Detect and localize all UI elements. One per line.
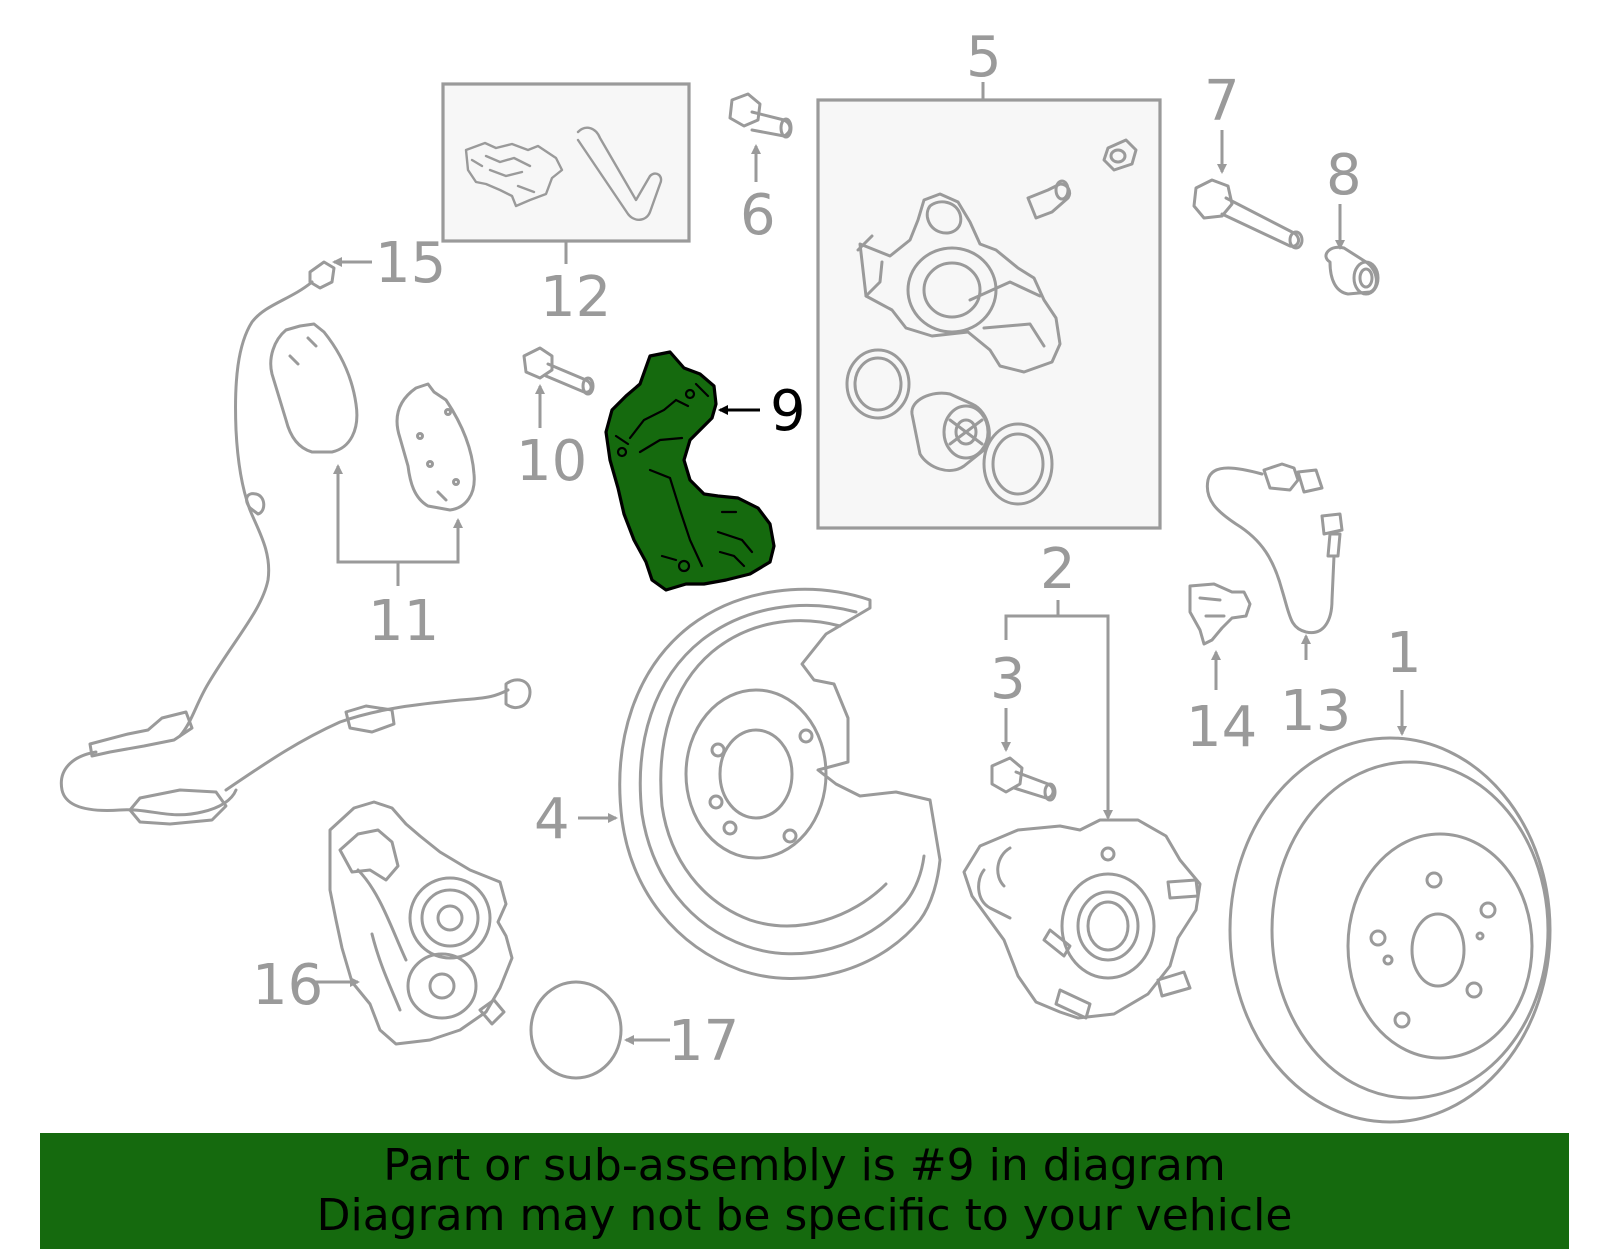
callout-11[interactable]: 11 xyxy=(368,589,439,654)
part-14-hose-bracket[interactable] xyxy=(1188,582,1252,646)
part-2-hub-bearing[interactable] xyxy=(962,818,1202,1020)
part-3-hub-bolt[interactable] xyxy=(990,756,1057,802)
callout-7[interactable]: 7 xyxy=(1204,69,1240,134)
info-banner: Part or sub-assembly is #9 in diagram Di… xyxy=(40,1133,1569,1249)
part-11-brake-pads[interactable] xyxy=(269,322,476,512)
callout-13[interactable]: 13 xyxy=(1280,679,1351,744)
part-5-caliper-assembly[interactable] xyxy=(816,98,1162,530)
part-9-caliper-support-highlighted[interactable] xyxy=(604,350,776,592)
callout-15[interactable]: 15 xyxy=(375,231,446,296)
callout-3[interactable]: 3 xyxy=(990,647,1026,712)
callout-14[interactable]: 14 xyxy=(1186,695,1257,760)
banner-line-2: Diagram may not be specific to your vehi… xyxy=(316,1190,1293,1241)
callout-17[interactable]: 17 xyxy=(668,1009,739,1074)
banner-line-1: Part or sub-assembly is #9 in diagram xyxy=(383,1140,1226,1191)
part-8-pin-boot[interactable] xyxy=(1324,245,1380,296)
part-1-brake-rotor[interactable] xyxy=(1228,736,1552,1124)
callout-5[interactable]: 5 xyxy=(966,25,1002,90)
callout-10[interactable]: 10 xyxy=(516,429,587,494)
callout-8[interactable]: 8 xyxy=(1326,143,1362,208)
part-12-hardware-kit[interactable] xyxy=(441,82,691,243)
part-13-brake-hose[interactable] xyxy=(1205,462,1344,635)
part-7-guide-pin[interactable] xyxy=(1192,178,1304,250)
callout-12[interactable]: 12 xyxy=(540,265,611,330)
callout-16[interactable]: 16 xyxy=(252,953,323,1018)
callout-2[interactable]: 2 xyxy=(1040,537,1076,602)
callout-9[interactable]: 9 xyxy=(770,379,806,444)
part-10-bracket-bolt[interactable] xyxy=(522,346,595,396)
part-15-abs-sensor-wire[interactable] xyxy=(59,260,532,826)
part-16-parking-brake-actuator[interactable] xyxy=(328,800,514,1046)
callout-4[interactable]: 4 xyxy=(534,787,570,852)
part-4-dust-shield[interactable] xyxy=(618,587,942,981)
part-17-o-ring[interactable] xyxy=(529,980,623,1080)
callout-6[interactable]: 6 xyxy=(740,183,776,248)
callout-1[interactable]: 1 xyxy=(1386,621,1422,686)
part-6-bleeder-screw[interactable] xyxy=(728,92,793,139)
